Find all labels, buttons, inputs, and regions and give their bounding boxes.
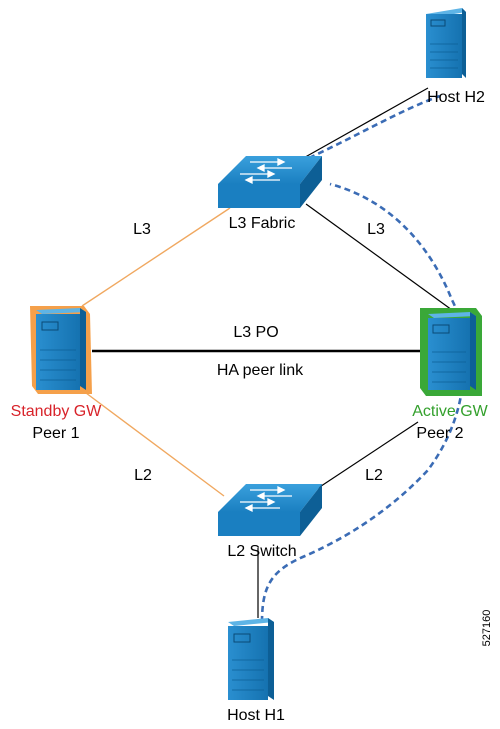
- link-label-switch-peer2: L2: [365, 467, 383, 484]
- host-h2-label: Host H2: [427, 89, 485, 106]
- peer2-label: Peer 2: [416, 425, 463, 442]
- host-h1-label: Host H1: [227, 707, 285, 724]
- peer2-server-icon: [420, 308, 482, 396]
- host-h2-server-icon: [426, 8, 466, 78]
- host-h1-server-icon: [228, 618, 274, 700]
- l2-switch-label: L2 Switch: [227, 543, 296, 560]
- traffic-path: [260, 94, 466, 623]
- peer1-server-icon: [30, 306, 92, 394]
- link-fabric-peer2: [305, 203, 453, 311]
- link-label-switch-peer1: L2: [134, 467, 152, 484]
- peer1-label: Peer 1: [32, 425, 79, 442]
- link-fabric-peer1: [81, 207, 231, 307]
- link-switch-peer1: [81, 389, 225, 497]
- figure-id: 527160: [481, 610, 493, 647]
- link-label-l3-po: L3 PO: [233, 324, 278, 341]
- link-label-ha-peer: HA peer link: [217, 362, 304, 379]
- peer2-role-label: Active GW: [412, 403, 488, 420]
- peer1-role-label: Standby GW: [11, 403, 103, 420]
- l3-fabric-switch-icon: [218, 156, 322, 208]
- link-label-fabric-peer1: L3: [133, 221, 151, 238]
- link-label-fabric-peer2: L3: [367, 221, 385, 238]
- l2-switch-icon: [218, 484, 322, 536]
- link-host-h2-fabric: [299, 87, 429, 161]
- l3-fabric-label: L3 Fabric: [229, 215, 296, 232]
